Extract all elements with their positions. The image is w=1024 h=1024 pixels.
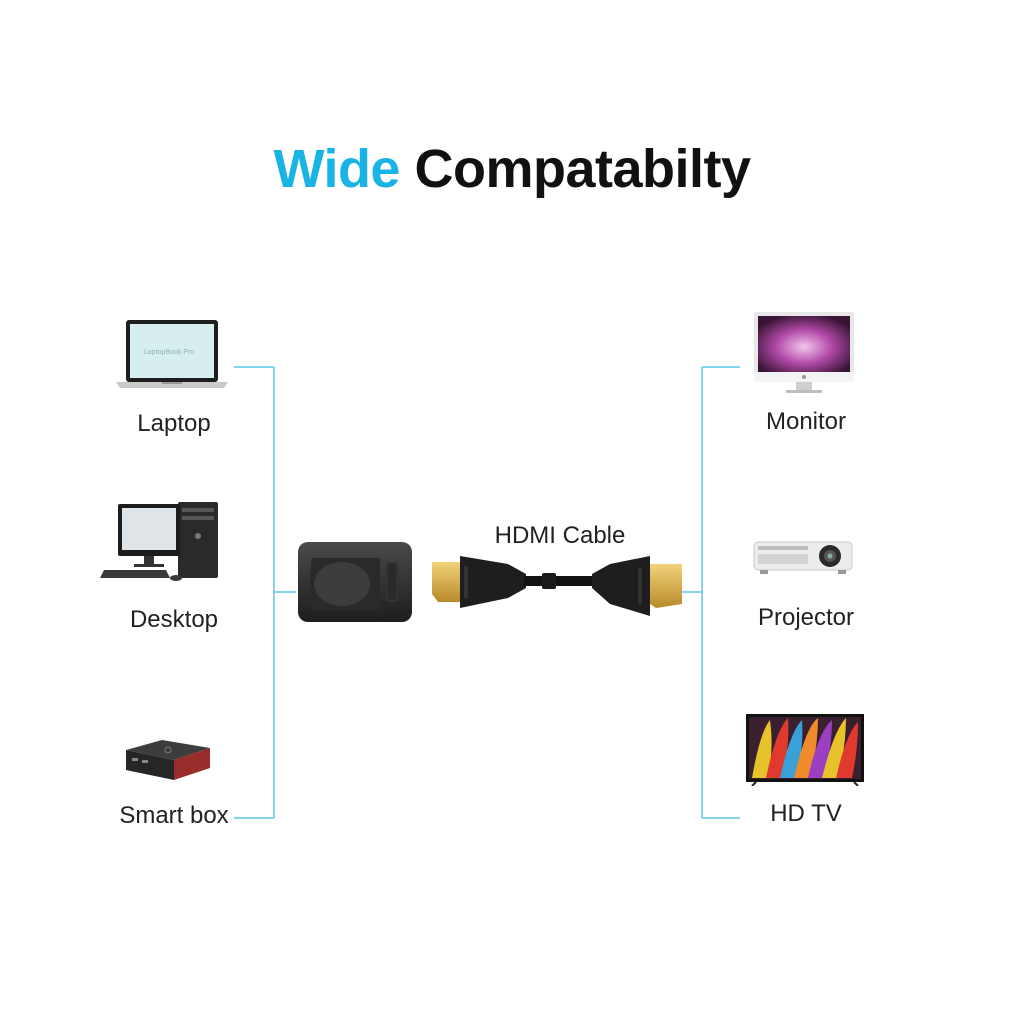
hdmi-adapter-icon: [298, 542, 412, 622]
monitor-icon: [754, 312, 854, 393]
device-label-smart-box: Smart box: [119, 802, 229, 829]
device-label-projector: Projector: [757, 604, 855, 631]
projector-icon: [753, 541, 853, 574]
device-label-monitor: Monitor: [765, 408, 847, 435]
device-label-hd-tv: HD TV: [770, 800, 842, 827]
page-title: Wide Compatabilty: [0, 138, 1024, 200]
hd-tv-icon: [746, 714, 864, 786]
smart-box-icon: [126, 740, 210, 780]
hdmi-cable-icon: [432, 556, 682, 616]
device-label-laptop: Laptop: [137, 410, 211, 437]
desktop-icon: [100, 502, 218, 581]
device-label-desktop: Desktop: [129, 606, 219, 633]
hdmi-cable-label: HDMI Cable: [494, 522, 626, 549]
laptop-screen-text: LaptopBook Pro: [144, 349, 194, 356]
laptop-icon: LaptopBook Pro: [116, 320, 228, 388]
title-accent: Wide: [273, 139, 400, 199]
title-rest: Compatabilty: [414, 139, 751, 199]
